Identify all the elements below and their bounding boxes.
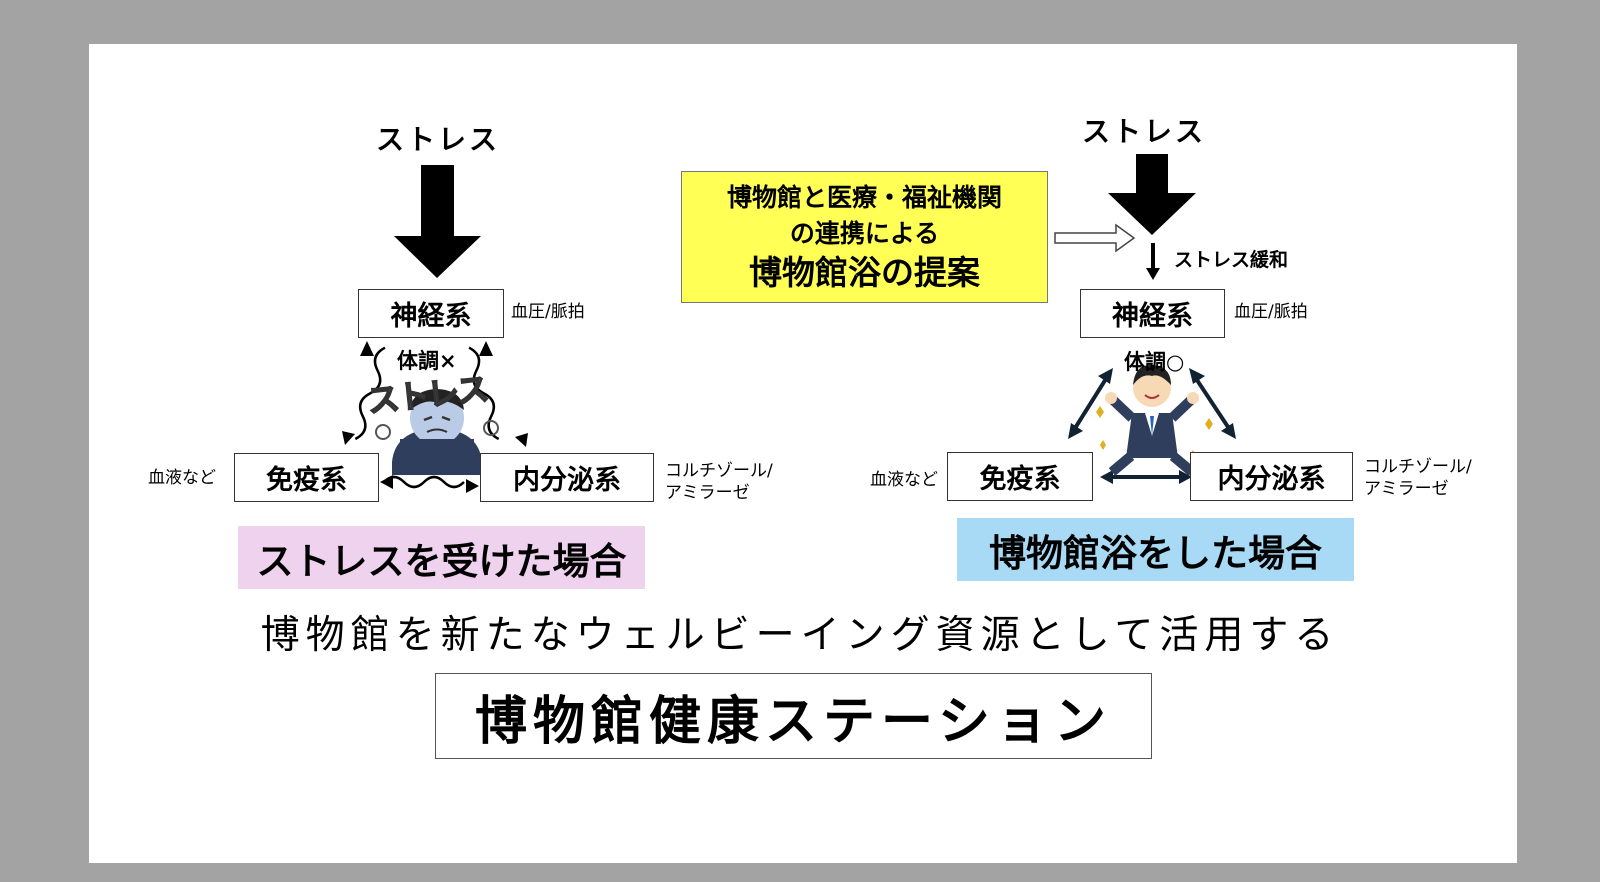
left-wave-arrowhead-4 [515,433,528,447]
stressed-person-illustration [375,389,499,475]
right-nervous-note: 血圧/脈拍 [1234,302,1308,322]
right-stress-title: ストレス [1082,115,1207,148]
left-nervous-box: 神経系 [358,289,504,338]
left-stress-title: ストレス [376,123,501,156]
station-title: 博物館健康ステーション [435,673,1152,759]
right-endocrine-note-2: アミラーゼ [1364,479,1449,499]
proposal-line-3: 博物館浴の提案 [749,253,980,292]
left-wave-arrowhead-2 [342,431,355,445]
stress-relief-label: ストレス緩和 [1174,249,1289,271]
left-condition-banner: ストレスを受けた場合 [238,526,645,589]
right-endocrine-box: 内分泌系 [1190,452,1353,501]
right-condition-label: 体調○ [1124,350,1185,374]
left-wave-arrowhead-5 [380,475,393,489]
left-endocrine-note-1: コルチゾール/ [665,461,773,481]
right-double-arrow-nervous-endocrine [1189,368,1236,439]
left-stress-arrow [394,165,481,278]
proposal-arrow [1054,223,1136,253]
subtitle: 博物館を新たなウェルビーイング資源として活用する [260,613,1340,658]
right-stress-arrow [1108,154,1196,235]
right-condition-banner: 博物館浴をした場合 [957,518,1354,581]
right-immune-box: 免疫系 [947,452,1093,501]
left-condition-label: 体調× [397,349,457,373]
proposal-box: 博物館と医療・福祉機関 の連携による 博物館浴の提案 [681,171,1048,303]
right-endocrine-note-1: コルチゾール/ [1364,457,1472,477]
left-endocrine-box: 内分泌系 [480,453,654,502]
proposal-line-2: の連携による [789,219,940,248]
left-wave-nervous-endocrine [468,346,500,441]
right-nervous-box: 神経系 [1080,289,1225,338]
right-immune-note: 血液など [870,470,938,490]
right-double-arrow-immune-endocrine [1100,470,1192,484]
left-wave-immune-endocrine [383,475,465,489]
left-immune-note: 血液など [148,468,216,488]
left-wave-arrowhead-3 [479,341,493,356]
left-nervous-note: 血圧/脈拍 [511,302,585,322]
left-wave-nervous-immune [354,346,386,441]
proposal-line-1: 博物館と医療・福祉機関 [726,183,1002,212]
left-endocrine-note-2: アミラーゼ [665,483,750,503]
left-immune-box: 免疫系 [234,453,379,502]
right-double-arrow-nervous-immune [1068,368,1113,439]
left-wave-arrowhead-1 [360,341,374,356]
left-wave-arrowhead-6 [466,479,479,493]
happy-person-illustration [1096,364,1213,476]
